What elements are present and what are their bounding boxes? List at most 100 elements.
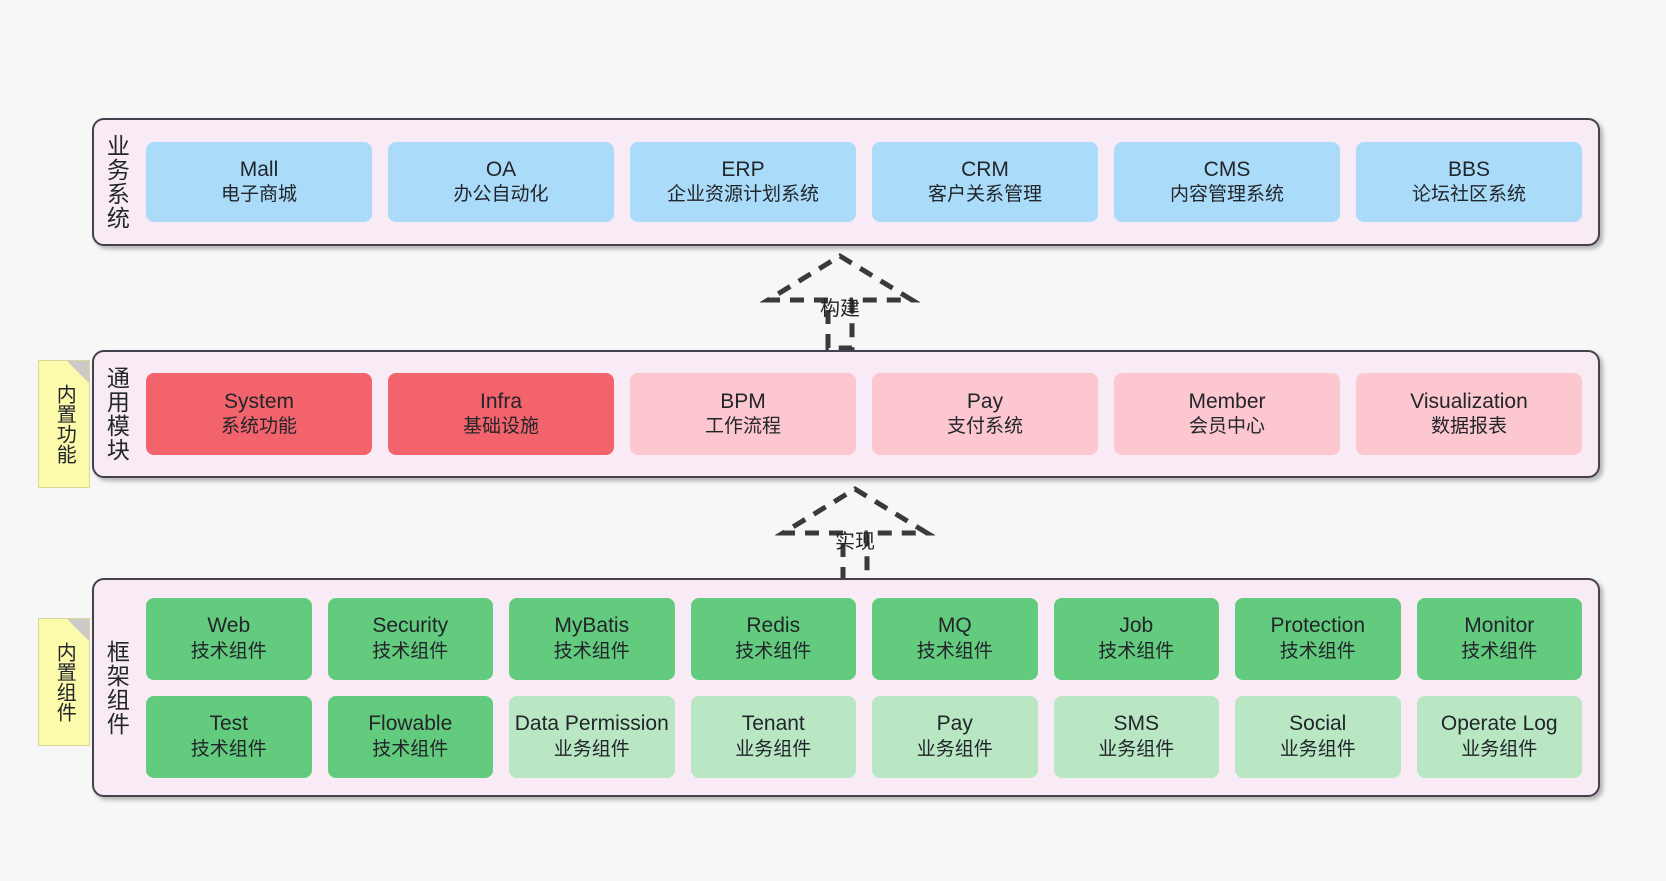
- component-box-monitor[interactable]: Monitor 技术组件: [1416, 597, 1582, 680]
- module-box-erp[interactable]: ERP 企业资源计划系统: [630, 142, 856, 222]
- component-desc: 技术组件: [735, 640, 812, 662]
- layer-body-common-module: System 系统功能 Infra 基础设施 BPM 工作流程 Pay 支付系统…: [138, 352, 1598, 476]
- component-desc: 技术组件: [916, 640, 993, 662]
- module-box-bpm[interactable]: BPM 工作流程: [630, 373, 856, 455]
- module-box-infra[interactable]: Infra 基础设施: [388, 373, 614, 455]
- component-name: Job: [1119, 614, 1154, 638]
- component-name: Redis: [746, 614, 801, 638]
- component-box-redis[interactable]: Redis 技术组件: [690, 597, 856, 680]
- module-name: Member: [1188, 389, 1266, 413]
- layer-common-module[interactable]: 通用模块 System 系统功能 Infra 基础设施 BPM 工作流程 Pay…: [92, 350, 1600, 478]
- component-name: Security: [372, 614, 449, 638]
- component-name: Data Permission: [514, 712, 669, 736]
- module-desc: 客户关系管理: [927, 184, 1042, 206]
- component-box-mq[interactable]: MQ 技术组件: [872, 597, 1038, 680]
- module-desc: 论坛社区系统: [1411, 184, 1526, 206]
- component-box-job[interactable]: Job 技术组件: [1053, 597, 1219, 680]
- module-name: Mall: [239, 157, 279, 181]
- component-box-operate-log[interactable]: Operate Log 业务组件: [1416, 695, 1582, 778]
- component-desc: 技术组件: [1461, 640, 1538, 662]
- module-name: BPM: [720, 389, 766, 413]
- sticky-note-text: 内置组件: [53, 642, 76, 722]
- module-desc: 数据报表: [1430, 416, 1507, 438]
- connector-build: 构建: [760, 252, 920, 350]
- component-name: Pay: [936, 712, 973, 736]
- layer-title-text: 框架组件: [103, 639, 130, 736]
- layer-framework-component[interactable]: 框架组件 Web 技术组件 Security 技术组件 MyBatis 技术组件…: [92, 578, 1600, 797]
- module-box-pay[interactable]: Pay 支付系统: [872, 373, 1098, 455]
- component-row-business: Test 技术组件 Flowable 技术组件 Data Permission …: [146, 695, 1582, 778]
- module-name: OA: [485, 157, 517, 181]
- component-box-flowable[interactable]: Flowable 技术组件: [327, 695, 493, 778]
- module-box-member[interactable]: Member 会员中心: [1114, 373, 1340, 455]
- component-name: Social: [1289, 712, 1347, 736]
- module-name: CRM: [961, 157, 1009, 181]
- connector-implement: 实现: [775, 485, 935, 583]
- module-desc: 企业资源计划系统: [666, 184, 819, 206]
- module-box-oa[interactable]: OA 办公自动化: [388, 142, 614, 222]
- component-box-security[interactable]: Security 技术组件: [327, 597, 493, 680]
- layer-title-text: 业务系统: [103, 134, 130, 230]
- generalization-arrow-icon: [775, 486, 935, 583]
- component-box-web[interactable]: Web 技术组件: [146, 597, 312, 680]
- component-row-technical: Web 技术组件 Security 技术组件 MyBatis 技术组件 Redi…: [146, 597, 1582, 680]
- module-name: Infra: [479, 389, 523, 413]
- component-desc: 业务组件: [1279, 738, 1356, 760]
- component-box-test[interactable]: Test 技术组件: [146, 695, 312, 778]
- sticky-note-builtin-function[interactable]: 内置功能: [38, 360, 90, 488]
- component-name: MyBatis: [554, 614, 630, 638]
- sticky-note-text: 内置功能: [53, 384, 76, 464]
- component-box-protection[interactable]: Protection 技术组件: [1235, 597, 1401, 680]
- component-desc: 业务组件: [735, 738, 812, 760]
- note-fold-corner-icon: [67, 361, 89, 383]
- module-desc: 系统功能: [220, 416, 297, 438]
- module-name: CMS: [1203, 157, 1251, 181]
- module-desc: 基础设施: [462, 416, 539, 438]
- layer-title-business-system: 业务系统: [94, 120, 138, 244]
- component-name: Web: [207, 614, 251, 638]
- module-name: BBS: [1447, 157, 1491, 181]
- module-desc: 电子商城: [220, 184, 297, 206]
- component-box-data-permission[interactable]: Data Permission 业务组件: [509, 695, 675, 778]
- component-desc: 业务组件: [553, 738, 630, 760]
- module-box-system[interactable]: System 系统功能: [146, 373, 372, 455]
- module-desc: 会员中心: [1188, 416, 1265, 438]
- component-box-tenant[interactable]: Tenant 业务组件: [690, 695, 856, 778]
- component-desc: 技术组件: [1098, 640, 1175, 662]
- component-desc: 技术组件: [1279, 640, 1356, 662]
- sticky-note-builtin-component[interactable]: 内置组件: [38, 618, 90, 746]
- component-name: Flowable: [368, 712, 453, 736]
- module-desc: 内容管理系统: [1169, 184, 1284, 206]
- component-name: Protection: [1270, 614, 1366, 638]
- generalization-arrow-icon: [760, 253, 920, 350]
- note-fold-corner-icon: [67, 619, 89, 641]
- layer-body-framework-component: Web 技术组件 Security 技术组件 MyBatis 技术组件 Redi…: [138, 580, 1598, 795]
- component-name: Test: [209, 712, 248, 736]
- component-name: Tenant: [741, 712, 805, 736]
- module-box-mall[interactable]: Mall 电子商城: [146, 142, 372, 222]
- module-desc: 支付系统: [946, 416, 1023, 438]
- component-name: MQ: [937, 614, 972, 638]
- layer-business-system[interactable]: 业务系统 Mall 电子商城 OA 办公自动化 ERP 企业资源计划系统 CRM…: [92, 118, 1600, 246]
- component-box-mybatis[interactable]: MyBatis 技术组件: [509, 597, 675, 680]
- component-name: Monitor: [1464, 614, 1535, 638]
- component-box-sms[interactable]: SMS 业务组件: [1053, 695, 1219, 778]
- layer-body-business-system: Mall 电子商城 OA 办公自动化 ERP 企业资源计划系统 CRM 客户关系…: [138, 120, 1598, 244]
- component-box-pay[interactable]: Pay 业务组件: [872, 695, 1038, 778]
- module-box-cms[interactable]: CMS 内容管理系统: [1114, 142, 1340, 222]
- component-desc: 技术组件: [190, 738, 267, 760]
- component-desc: 技术组件: [190, 640, 267, 662]
- module-name: Visualization: [1410, 389, 1528, 413]
- module-box-bbs[interactable]: BBS 论坛社区系统: [1356, 142, 1582, 222]
- module-name: System: [223, 389, 294, 413]
- module-box-crm[interactable]: CRM 客户关系管理: [872, 142, 1098, 222]
- module-box-visualization[interactable]: Visualization 数据报表: [1356, 373, 1582, 455]
- component-box-social[interactable]: Social 业务组件: [1235, 695, 1401, 778]
- component-name: SMS: [1113, 712, 1159, 736]
- layer-title-framework-component: 框架组件: [94, 580, 138, 795]
- component-desc: 业务组件: [916, 738, 993, 760]
- component-desc: 技术组件: [372, 738, 449, 760]
- component-desc: 技术组件: [553, 640, 630, 662]
- module-desc: 工作流程: [704, 416, 781, 438]
